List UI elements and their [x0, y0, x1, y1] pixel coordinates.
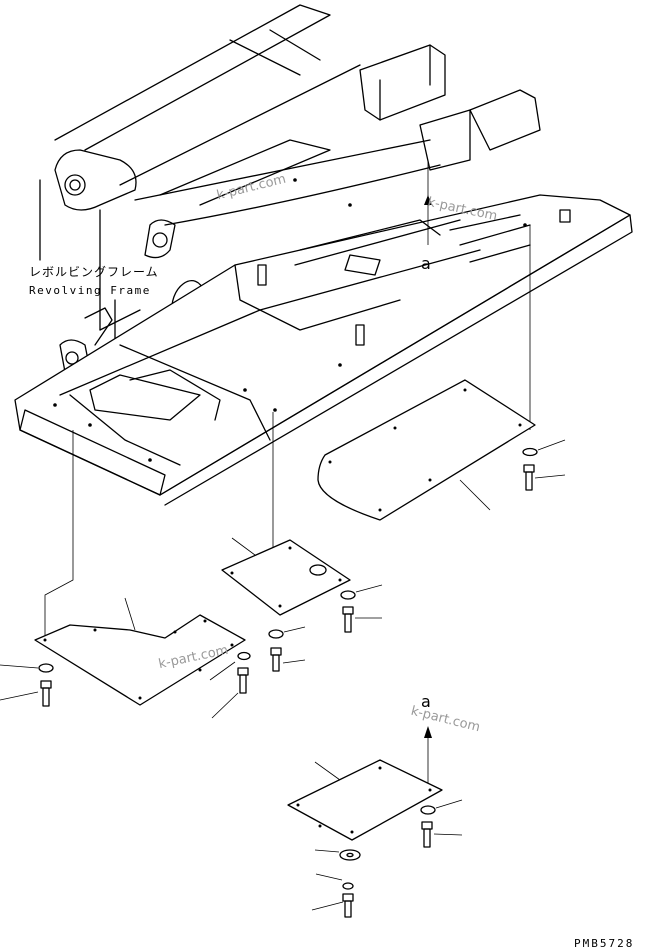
- frame-label-japanese: レボルビングフレーム: [29, 265, 159, 279]
- cover-plate-left: [34, 597, 246, 706]
- callout-a-top: a: [421, 254, 431, 273]
- cover-plate-bottom: [287, 759, 443, 841]
- callout-a-bottom: a: [421, 692, 431, 711]
- drawing-number: PMB5728: [574, 937, 635, 950]
- assembly-lines: [44, 225, 531, 790]
- bolt-set-center: [268, 584, 383, 672]
- bolt-set-bottom: [311, 799, 463, 918]
- bolt-set-left: [0, 651, 251, 719]
- arrow-a-top: [424, 160, 432, 245]
- cover-plate-center: [221, 537, 351, 616]
- frame-label-english: Revolving Frame: [29, 284, 151, 297]
- cover-plate-right: [317, 379, 536, 521]
- revolving-frame: [14, 4, 633, 506]
- bolt-set-right: [522, 439, 566, 491]
